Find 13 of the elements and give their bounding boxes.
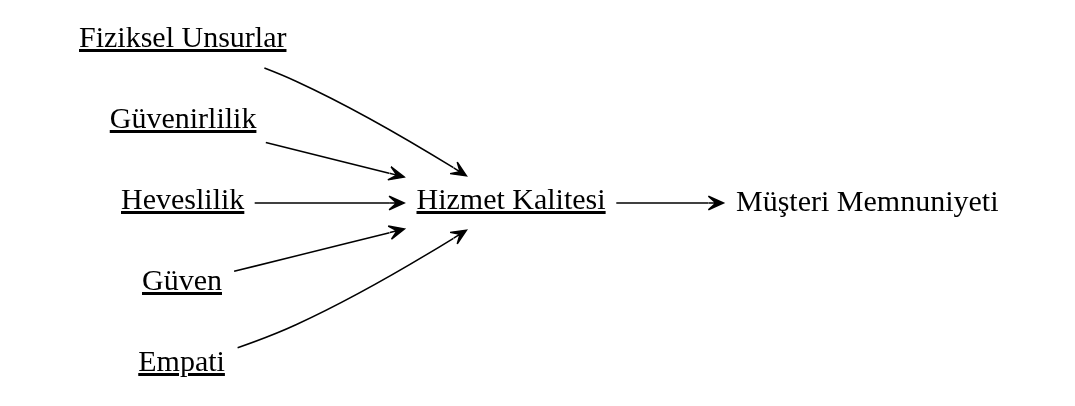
arrow — [232, 225, 405, 273]
node-text: Empati — [137, 344, 225, 377]
arrow — [264, 141, 405, 181]
arrow — [263, 67, 467, 177]
node-text: Güvenirlilik — [109, 101, 256, 134]
node-text: Fiziksel Unsurlar — [78, 20, 286, 53]
node-text: Güven — [141, 263, 222, 296]
arrow — [615, 195, 724, 211]
arrow — [253, 195, 405, 211]
node-text: Hizmet Kalitesi — [416, 182, 606, 215]
node-text: Müşteri Memnuniyeti — [735, 183, 998, 217]
arrow — [236, 229, 467, 349]
node-text: Heveslilik — [120, 182, 244, 215]
